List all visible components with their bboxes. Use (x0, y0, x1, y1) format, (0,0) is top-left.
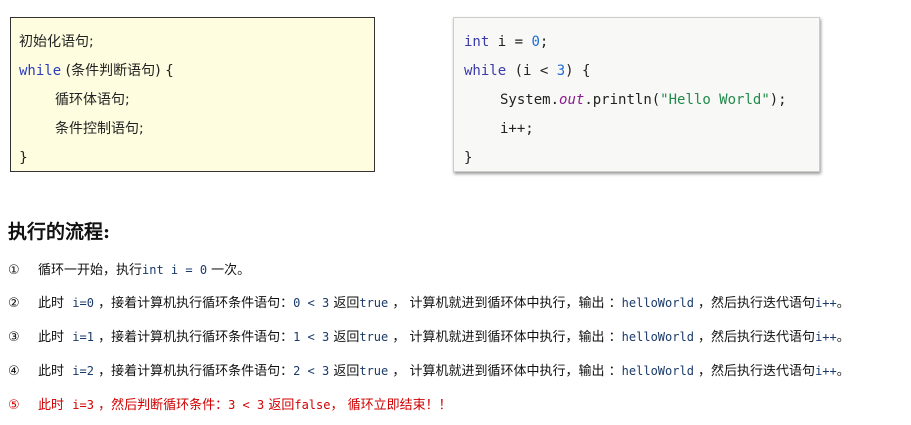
inline-code: 2 < 3 (293, 364, 330, 378)
text: ， 计算机就进到循环体中执行，输出 ： (388, 330, 622, 345)
inline-code: i++ (815, 296, 837, 310)
syntax-line: 循环体语句; (55, 92, 130, 108)
code-line: while (i < 3) { (464, 59, 819, 88)
text: 此时 (38, 398, 73, 413)
inline-code: i=3 (72, 398, 94, 412)
text: ， 循环立即结束！！ (330, 398, 452, 413)
text: ); (769, 92, 787, 108)
text: 返回 (329, 330, 360, 345)
syntax-line: } (19, 150, 28, 166)
number: 0 (531, 34, 540, 50)
inline-code: i++ (815, 364, 837, 378)
text: .println( (584, 92, 661, 108)
inline-code: helloWorld (621, 296, 694, 310)
step-number: ④ (8, 364, 20, 379)
code-line: } (464, 150, 473, 166)
number: 3 (556, 63, 566, 79)
text: ) { (565, 63, 591, 79)
step-number: ③ (8, 330, 20, 345)
text: ，然后执行迭代语句 (693, 330, 816, 345)
text: (条件判断语句) { (65, 63, 174, 79)
text: ，接着计算机执行循环条件语句： (93, 364, 294, 379)
inline-code: helloWorld (621, 364, 694, 378)
inline-code: 1 < 3 (293, 330, 330, 344)
inline-code: i=1 (72, 330, 94, 344)
syntax-line: 初始化语句; (19, 34, 94, 50)
text: ，接着计算机执行循环条件语句： (93, 330, 294, 345)
syntax-box: 初始化语句; while (条件判断语句) { 循环体语句; 条件控制语句; } (10, 17, 375, 172)
text: ，然后判断循环条件： (93, 398, 229, 413)
text: 返回 (264, 398, 295, 413)
text: ， 计算机就进到循环体中执行，输出 ： (388, 364, 622, 379)
inline-code: true (359, 296, 389, 310)
text: ，然后执行迭代语句 (693, 296, 816, 311)
code-box: int i = 0; while (i < 3) { System.out.pr… (453, 17, 820, 172)
inline-code: i++ (815, 330, 837, 344)
keyword: while (19, 63, 62, 79)
text: 此时 (38, 330, 73, 345)
text: ， 计算机就进到循环体中执行，输出 ： (388, 296, 622, 311)
inline-code: true (359, 330, 389, 344)
text: 。 (836, 296, 850, 311)
syntax-line: 条件控制语句; (55, 121, 144, 137)
text: 返回 (329, 296, 360, 311)
step-number: ① (8, 263, 20, 278)
inline-code: i=0 (72, 296, 94, 310)
text: ; (539, 34, 549, 50)
inline-code: 3 < 3 (228, 398, 265, 412)
step-4: ④ 此时 i=2 ，接着计算机执行循环条件语句：2 < 3 返回true ， 计算… (8, 360, 850, 379)
step-3: ③ 此时 i=1 ，接着计算机执行循环条件语句：1 < 3 返回true ， 计算… (8, 326, 850, 345)
text: i = (489, 34, 532, 50)
inline-code: i=2 (72, 364, 94, 378)
step-number: ⑤ (8, 398, 20, 413)
code-line: int i = 0; (464, 30, 819, 59)
text: ，然后执行迭代语句 (693, 364, 816, 379)
keyword: int (464, 34, 490, 50)
text: System. (500, 92, 560, 108)
text: 返回 (329, 364, 360, 379)
text: 。 (836, 364, 850, 379)
text: 此时 (38, 364, 73, 379)
text: (i < (506, 63, 557, 79)
field: out (559, 92, 585, 108)
inline-code: 0 < 3 (293, 296, 330, 310)
code-line: i++; (500, 121, 534, 137)
section-heading: 执行的流程: (8, 221, 111, 243)
text: 循环一开始，执行 (38, 263, 143, 278)
text: ，接着计算机执行循环条件语句： (93, 296, 294, 311)
inline-code: int i = 0 (142, 263, 208, 277)
step-5: ⑤ 此时 i=3 ，然后判断循环条件：3 < 3 返回false， 循环立即结束！… (8, 394, 452, 413)
inline-code: helloWorld (621, 330, 694, 344)
step-1: ① 循环一开始，执行int i = 0 一次。 (8, 259, 250, 278)
text: 一次。 (207, 263, 251, 278)
code-line: System.out.println("Hello World"); (464, 88, 819, 117)
inline-code: true (359, 364, 389, 378)
text: 。 (836, 330, 850, 345)
step-2: ② 此时 i=0 ，接着计算机执行循环条件语句：0 < 3 返回true ， 计算… (8, 292, 850, 311)
syntax-line: while (条件判断语句) { (19, 59, 374, 88)
inline-code: false (294, 398, 331, 412)
keyword: while (464, 63, 507, 79)
text: 此时 (38, 296, 73, 311)
step-number: ② (8, 296, 20, 311)
string: "Hello World" (660, 92, 770, 108)
